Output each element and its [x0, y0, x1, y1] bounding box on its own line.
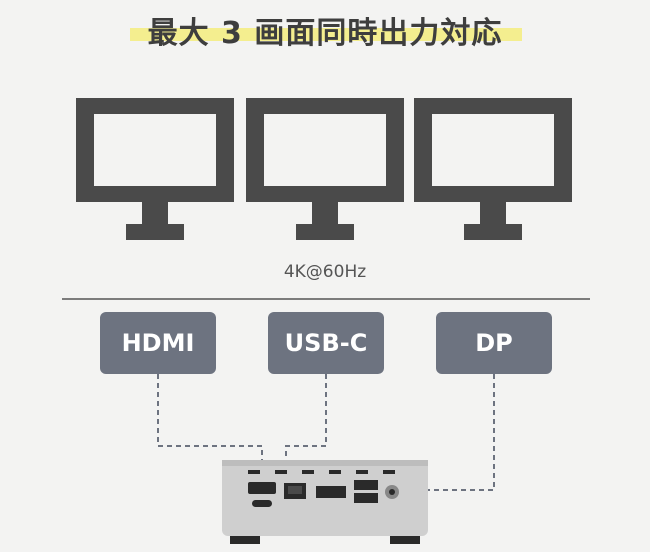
port-label: HDMI [121, 329, 195, 357]
title-highlight [130, 28, 522, 41]
port-usb-c: USB-C [268, 312, 384, 374]
port-label: USB-C [284, 329, 368, 357]
resolution-label: 4K@60Hz [283, 262, 367, 282]
port-dp: DP [436, 312, 552, 374]
port-hdmi: HDMI [100, 312, 216, 374]
title-text: 最大 3 画面同時出力対応 [147, 16, 503, 51]
connector-lines [157, 374, 495, 491]
page-title: 最大 3 画面同時出力対応 [0, 8, 650, 52]
header: 最大 3 画面同時出力対応 [0, 0, 650, 60]
monitor-icon [414, 98, 572, 240]
monitor-icon [76, 98, 234, 240]
monitor-icon [246, 98, 404, 240]
port-label: DP [475, 329, 513, 357]
mini-pc-icon [222, 460, 428, 544]
